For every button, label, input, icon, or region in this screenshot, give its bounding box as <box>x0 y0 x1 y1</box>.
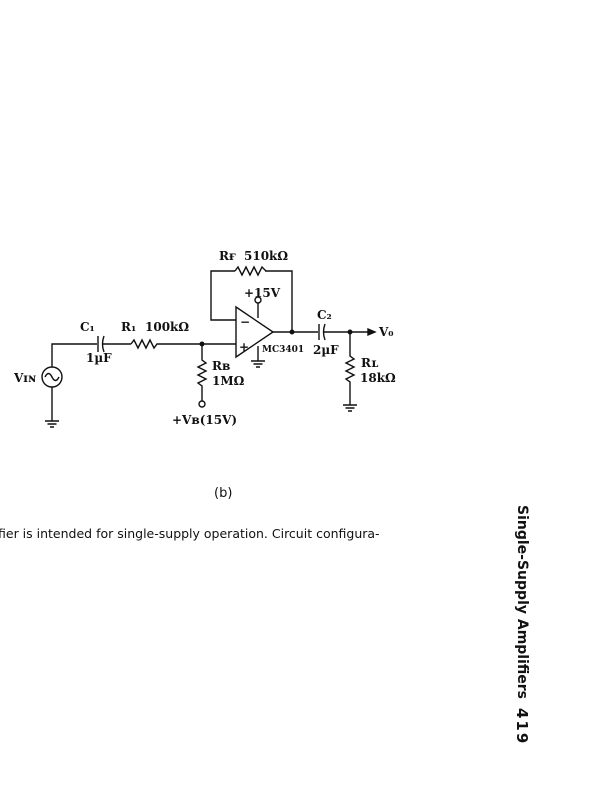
c1-value: 1µF <box>86 351 112 365</box>
vo-label: V₀ <box>378 325 394 339</box>
minus-sign: − <box>240 315 250 329</box>
c2-value: 2µF <box>313 343 339 357</box>
junction-dot <box>289 329 295 335</box>
figure-caption: (b) <box>214 486 233 501</box>
ground-icon <box>251 360 265 368</box>
vb-label: +Vʙ(15V) <box>172 413 237 427</box>
supply-terminal <box>254 296 262 304</box>
c1-label: C₁ <box>80 320 95 334</box>
vb-terminal <box>198 400 206 408</box>
ground-icon <box>45 420 59 428</box>
arrow-icon <box>367 327 377 337</box>
running-head: Single-Supply Amplifiers <box>514 505 530 700</box>
wire-feedback <box>210 270 293 332</box>
capacitor-c1 <box>97 335 105 353</box>
body-text: fier is intended for single-supply opera… <box>0 526 380 541</box>
r1-label: R₁ <box>121 320 136 334</box>
opamp-triangle <box>235 305 275 359</box>
resistor-r1 <box>130 338 236 350</box>
vin-label: Vɪɴ <box>13 371 36 385</box>
opamp-label: MC3401 <box>262 345 304 355</box>
ground-icon <box>343 404 357 412</box>
capacitor-c2 <box>318 323 326 341</box>
rf-value: 510kΩ <box>244 249 288 263</box>
resistor-rb <box>196 344 208 401</box>
plus-sign: + <box>239 340 249 354</box>
wire-source-top <box>51 343 97 367</box>
rb-label: Rʙ <box>212 359 230 373</box>
sine-icon <box>44 372 60 382</box>
r1-value: 100kΩ <box>145 320 189 334</box>
rf-label: Rғ <box>219 249 236 263</box>
supply-label: +15V <box>244 286 281 300</box>
rl-label: Rʟ <box>361 356 379 370</box>
rl-value: 18kΩ <box>360 371 396 385</box>
c2-label: C₂ <box>317 308 332 322</box>
resistor-rf <box>234 265 267 277</box>
page-number: 419 <box>513 708 531 746</box>
resistor-rl <box>344 332 356 405</box>
rb-value: 1MΩ <box>212 374 245 388</box>
